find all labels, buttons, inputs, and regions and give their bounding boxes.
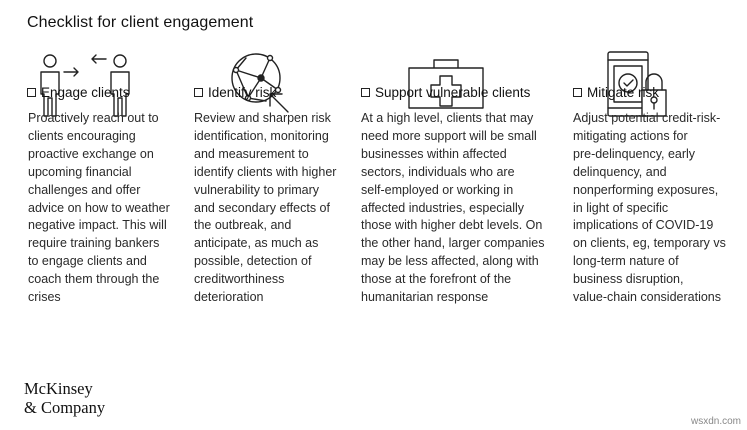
checkbox-icon[interactable]	[361, 88, 370, 97]
item-heading: Mitigate risk	[573, 85, 659, 100]
item-description: Adjust potential credit-risk-mitigating …	[573, 111, 726, 305]
page-title: Checklist for client engagement	[27, 14, 254, 31]
item-heading: Identify risk	[194, 85, 276, 100]
checkbox-icon[interactable]	[573, 88, 582, 97]
item-heading: Engage clients	[27, 85, 130, 100]
network-globe-icon	[226, 52, 296, 125]
checkbox-icon[interactable]	[27, 88, 36, 97]
mckinsey-logo: McKinsey & Company	[24, 379, 106, 417]
item-heading: Support vulnerable clients	[361, 85, 530, 100]
first-aid-kit-icon	[406, 54, 486, 115]
secure-device-lock-icon	[606, 50, 670, 125]
watermark: wsxdn.com	[690, 416, 741, 427]
checkbox-icon[interactable]	[194, 88, 203, 97]
people-exchange-icon	[30, 52, 140, 125]
